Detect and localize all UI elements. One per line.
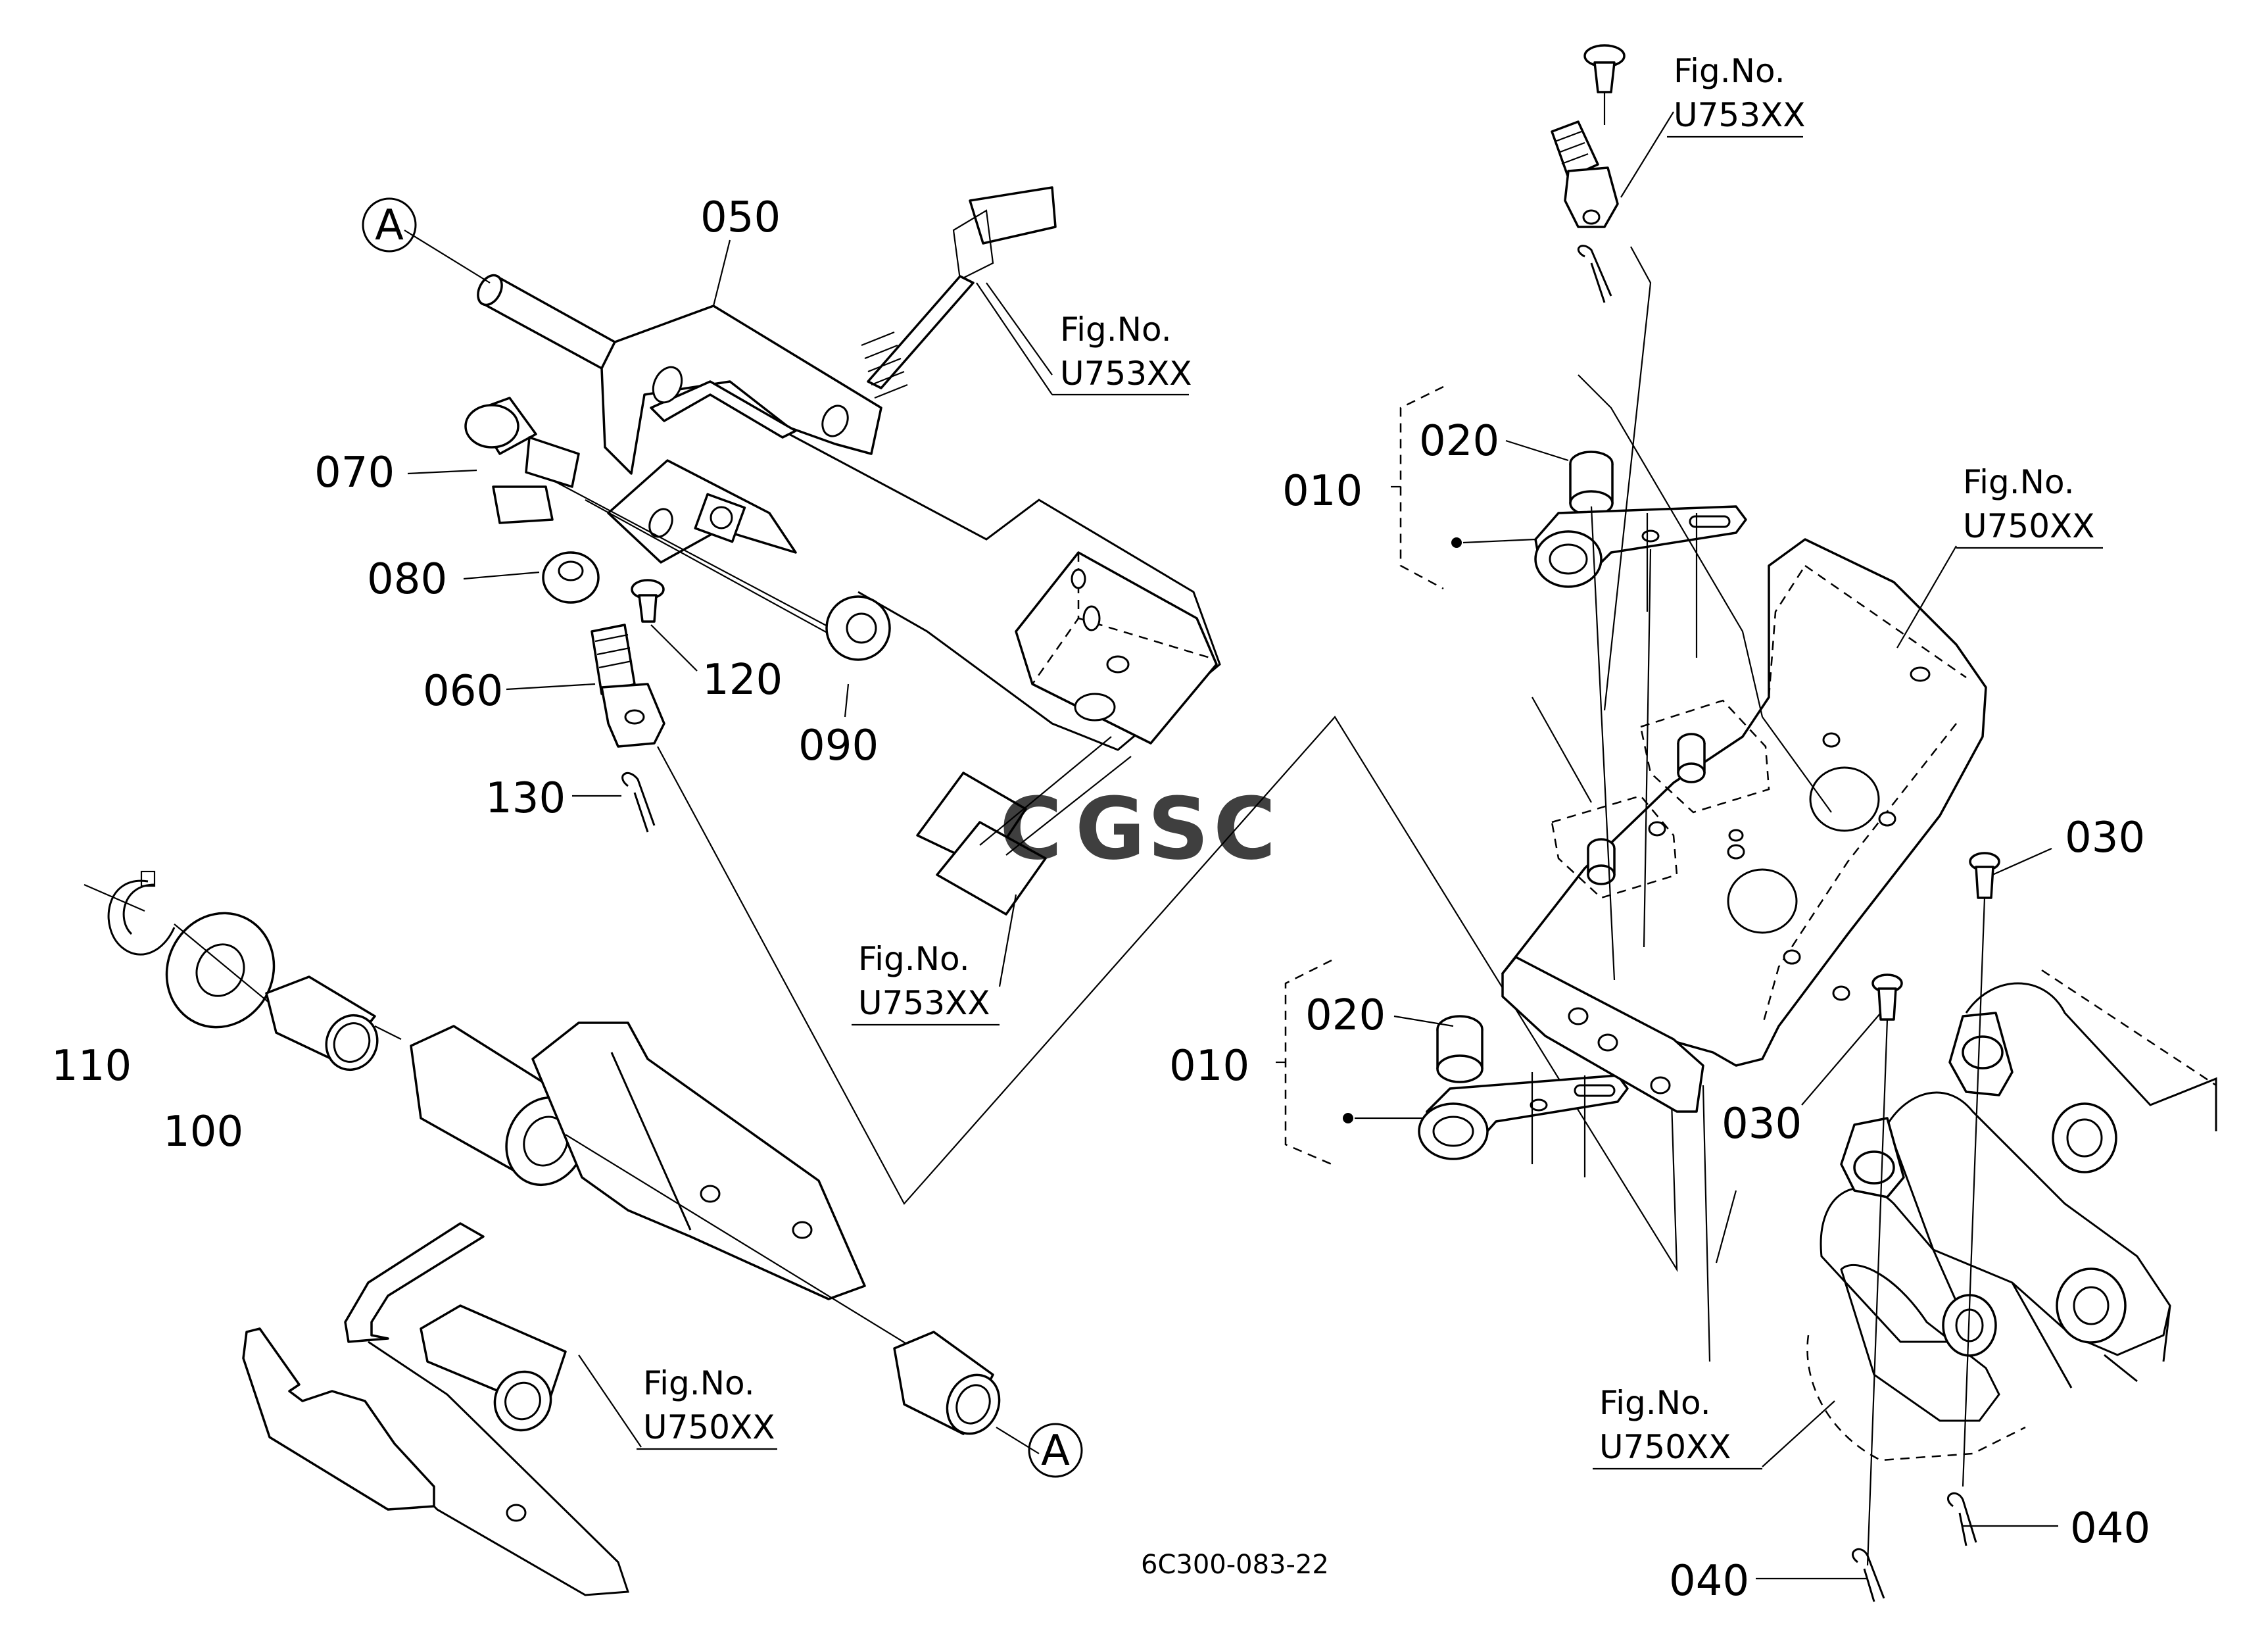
part-070-label: 070 [314, 449, 395, 497]
fig-ref-6: Fig.No. U750XX [1593, 1384, 1762, 1470]
part-020a-label: 020 [1419, 417, 1499, 466]
part-040a-label: 040 [2070, 1504, 2150, 1553]
part-100-label: 100 [163, 1108, 243, 1156]
fig-ref-3-number: U753XX [858, 984, 990, 1022]
cotter-pin-130 [621, 772, 656, 833]
part-110-label: 110 [51, 1042, 132, 1091]
part-010b-label: 010 [1169, 1042, 1249, 1091]
fig-ref-4: Fig.No. U750XX [1956, 463, 2103, 549]
fig-ref-5: Fig.No. U750XX [578, 1354, 777, 1450]
callout-a-bottom: A [1028, 1423, 1083, 1478]
rod-end-060 [591, 624, 665, 748]
part-labels: 050 070 080 060 120 090 130 110 100 020 … [51, 193, 2150, 1606]
leader-lines-right [1393, 111, 2058, 1580]
part-090-label: 090 [798, 722, 879, 770]
fig-ref-2-number: U753XX [1674, 96, 1806, 134]
fig-ref-1-number: U753XX [1060, 355, 1192, 393]
part-030a-label: 030 [2065, 814, 2145, 862]
fig-ref-5-label: Fig.No. [643, 1364, 755, 1402]
part-050-label: 050 [700, 193, 781, 242]
part-020b-label: 020 [1305, 991, 1386, 1040]
fig-ref-6-number: U750XX [1599, 1428, 1731, 1466]
fig-ref-5-number: U750XX [643, 1408, 775, 1446]
pin-120 [631, 579, 665, 623]
watermark-letter-2: G [1075, 779, 1146, 879]
ball-joint-070 [464, 397, 580, 524]
part-130-label: 130 [485, 774, 566, 823]
part-080-label: 080 [367, 555, 447, 604]
pedal-arm-assembly [477, 186, 1221, 916]
part-030b-label: 030 [1722, 1100, 1802, 1148]
nut-090 [825, 595, 891, 661]
fig-ref-3: Fig.No. U753XX [852, 940, 1000, 1026]
nut-080 [542, 551, 600, 604]
fig-ref-2: Fig.No. U753XX [1667, 52, 1806, 138]
fig-ref-2-label: Fig.No. [1674, 52, 1785, 90]
part-040b-label: 040 [1669, 1557, 1749, 1606]
part-120-label: 120 [702, 656, 783, 704]
callout-a-bottom-label: A [1041, 1427, 1070, 1475]
leader-lines-left [404, 230, 1678, 1273]
fig-ref-6-label: Fig.No. [1599, 1384, 1711, 1422]
lever-bracket-assembly [1276, 44, 2217, 1602]
fig-ref-1-label: Fig.No. [1060, 310, 1172, 349]
fig-ref-4-label: Fig.No. [1963, 463, 2075, 501]
watermark-letter-1: C [1000, 779, 1062, 879]
part-060-label: 060 [423, 667, 503, 716]
watermark-letter-4: C [1213, 779, 1276, 879]
drawing-code: 6C300-083-22 [1141, 1550, 1329, 1580]
watermark-letter-3: S [1147, 779, 1209, 879]
watermark: C G S C [1000, 779, 1276, 879]
fig-ref-4-number: U750XX [1963, 507, 2095, 545]
callout-a-top: A [362, 197, 417, 253]
fig-ref-3-label: Fig.No. [858, 940, 970, 978]
callout-a-top-label: A [375, 201, 404, 250]
fig-ref-1: Fig.No. U753XX [976, 282, 1192, 396]
pedal-lower-assembly [84, 870, 1040, 1596]
part-010a-label: 010 [1282, 467, 1363, 516]
